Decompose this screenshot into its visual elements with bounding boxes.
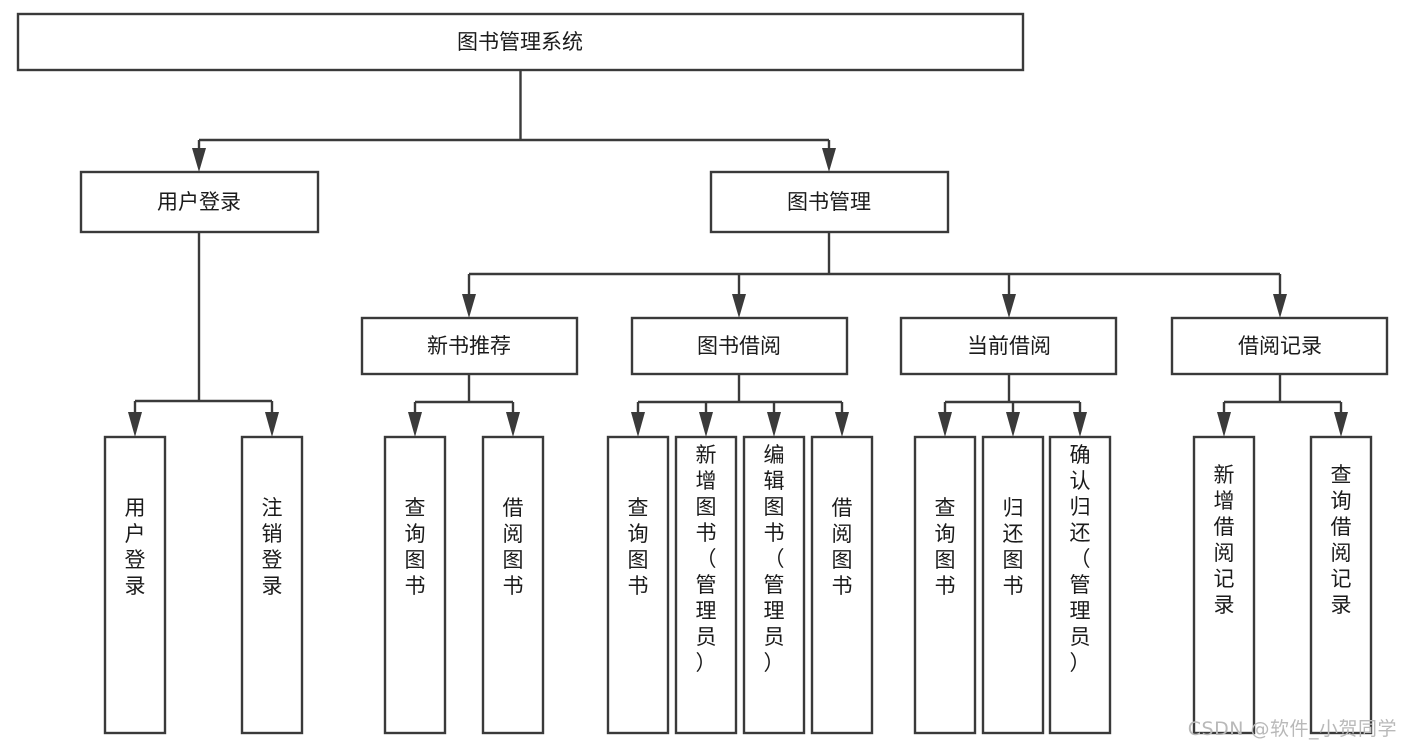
arrow-head-leaf7 (767, 412, 781, 437)
arrow-head-leaf5 (631, 412, 645, 437)
node-borrow[interactable]: 图书借阅 (630, 316, 849, 376)
arrow-head-records (1273, 294, 1287, 318)
node-records-label: 借阅记录 (1238, 334, 1322, 358)
node-bookmgmt-label: 图书管理 (787, 190, 871, 214)
node-leaf12[interactable]: 新增借阅记录 (1192, 435, 1256, 735)
node-leaf7-label: 编辑图书（管理员） (764, 443, 785, 675)
node-bookmgmt-box[interactable] (709, 170, 950, 234)
node-leaf9-label: 查询图书 (935, 496, 956, 598)
node-root-label: 图书管理系统 (457, 30, 583, 54)
node-leaf8[interactable]: 借阅图书 (810, 435, 874, 735)
node-newbook-box[interactable] (360, 316, 579, 376)
node-leaf8-box[interactable] (810, 435, 874, 735)
node-leaf7-box[interactable] (742, 435, 806, 735)
arrow-head-leaf2 (265, 412, 279, 437)
node-leaf13[interactable]: 查询借阅记录 (1309, 435, 1373, 735)
node-leaf11-box[interactable] (1048, 435, 1112, 735)
node-leaf4-box[interactable] (481, 435, 545, 735)
node-leaf13-box[interactable] (1309, 435, 1373, 735)
node-current-box[interactable] (899, 316, 1118, 376)
node-records-box[interactable] (1170, 316, 1389, 376)
node-leaf10-label: 归还图书 (1003, 496, 1024, 598)
node-login-label: 用户登录 (157, 190, 241, 214)
node-root[interactable]: 图书管理系统 (16, 12, 1025, 72)
connector-layer (128, 70, 1348, 437)
node-borrow-label: 图书借阅 (697, 334, 781, 358)
node-leaf11-label: 确认归还（管理员） (1070, 443, 1091, 675)
node-leaf6-label: 新增图书（管理员） (696, 443, 717, 675)
arrow-head-leaf10 (1006, 412, 1020, 437)
node-leaf8-label: 借阅图书 (832, 496, 853, 598)
node-leaf3[interactable]: 查询图书 (383, 435, 447, 735)
node-newbook[interactable]: 新书推荐 (360, 316, 579, 376)
arrow-head-leaf9 (938, 412, 952, 437)
node-login-box[interactable] (79, 170, 320, 234)
node-leaf4-label: 借阅图书 (503, 496, 524, 598)
node-leaf7[interactable]: 编辑图书（管理员） (742, 435, 806, 735)
node-login[interactable]: 用户登录 (79, 170, 320, 234)
node-leaf1[interactable]: 用户登录 (103, 435, 167, 735)
node-newbook-label: 新书推荐 (427, 334, 511, 358)
node-leaf12-label: 新增借阅记录 (1214, 463, 1235, 617)
node-leaf2-box[interactable] (240, 435, 304, 735)
node-bookmgmt[interactable]: 图书管理 (709, 170, 950, 234)
node-leaf4[interactable]: 借阅图书 (481, 435, 545, 735)
arrow-head-newbook (462, 294, 476, 318)
node-leaf2[interactable]: 注销登录 (240, 435, 304, 735)
node-leaf3-label: 查询图书 (405, 496, 426, 598)
node-leaf3-box[interactable] (383, 435, 447, 735)
arrow-head-leaf12 (1217, 412, 1231, 437)
node-leaf10[interactable]: 归还图书 (981, 435, 1045, 735)
node-current[interactable]: 当前借阅 (899, 316, 1118, 376)
node-current-label: 当前借阅 (967, 334, 1051, 358)
arrow-head-bookmgmt (822, 148, 836, 172)
arrow-head-leaf13 (1334, 412, 1348, 437)
arrow-head-leaf1 (128, 412, 142, 437)
node-leaf1-box[interactable] (103, 435, 167, 735)
node-leaf1-label: 用户登录 (125, 496, 146, 598)
arrow-head-leaf4 (506, 412, 520, 437)
arrow-head-current (1002, 294, 1016, 318)
arrow-head-borrow (732, 294, 746, 318)
node-leaf5[interactable]: 查询图书 (606, 435, 670, 735)
node-leaf6[interactable]: 新增图书（管理员） (674, 435, 738, 735)
node-leaf5-label: 查询图书 (628, 496, 649, 598)
arrow-head-leaf11 (1073, 412, 1087, 437)
node-leaf11[interactable]: 确认归还（管理员） (1048, 435, 1112, 735)
arrow-head-leaf6 (699, 412, 713, 437)
node-borrow-box[interactable] (630, 316, 849, 376)
node-leaf10-box[interactable] (981, 435, 1045, 735)
node-leaf12-box[interactable] (1192, 435, 1256, 735)
arrow-head-login (192, 148, 206, 172)
node-leaf9-box[interactable] (913, 435, 977, 735)
node-records[interactable]: 借阅记录 (1170, 316, 1389, 376)
node-leaf5-box[interactable] (606, 435, 670, 735)
node-root-box[interactable] (16, 12, 1025, 72)
node-leaf13-label: 查询借阅记录 (1331, 463, 1352, 617)
arrow-head-leaf3 (408, 412, 422, 437)
node-leaf6-box[interactable] (674, 435, 738, 735)
node-leaf2-label: 注销登录 (262, 496, 283, 598)
node-leaf9[interactable]: 查询图书 (913, 435, 977, 735)
arrow-head-leaf8 (835, 412, 849, 437)
